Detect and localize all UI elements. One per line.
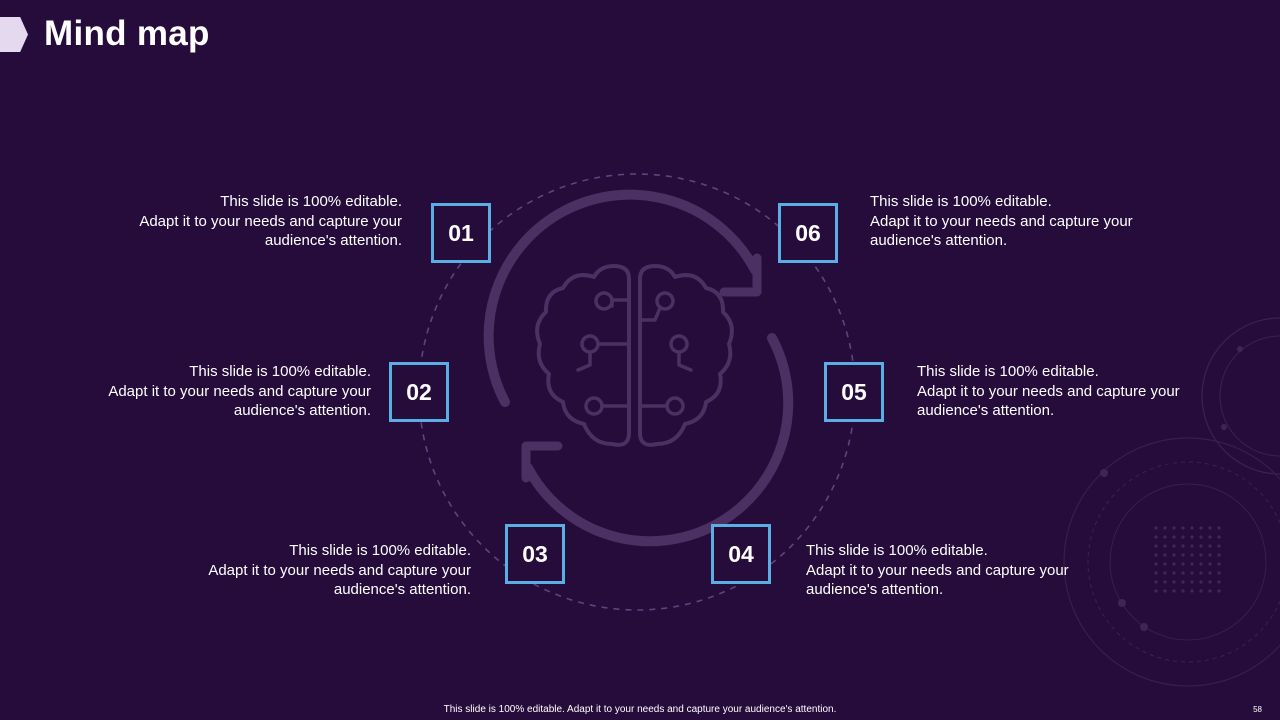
step-text-03: This slide is 100% editable. Adapt it to… [171,541,471,600]
step-number-box-06: 06 [778,203,838,263]
step-text-05-line1: This slide is 100% editable. [917,363,1099,380]
step-number-box-03: 03 [505,524,565,584]
step-text-01-line1: This slide is 100% editable. [220,193,402,210]
step-text-06-line2: Adapt it to your needs and capture your [870,212,1133,230]
footer-note: This slide is 100% editable. Adapt it to… [443,704,837,715]
page-number: 58 [1253,705,1262,714]
step-text-02-line1: This slide is 100% editable. [189,363,371,380]
step-number-box-04: 04 [711,524,771,584]
step-text-06: This slide is 100% editable. Adapt it to… [870,192,1170,251]
step-text-04-line2: Adapt it to your needs and capture your [806,561,1069,579]
step-text-05-line2: Adapt it to your needs and capture your [917,382,1180,400]
step-text-04-line1: This slide is 100% editable. [806,542,988,559]
step-text-01-line3: audience's attention. [264,232,402,249]
brain-refresh-icon [483,189,794,547]
step-text-04: This slide is 100% editable. Adapt it to… [806,541,1106,600]
decorative-circles [1063,317,1280,687]
step-text-06-line3: audience's attention. [870,232,1008,249]
step-text-03-line2: Adapt it to your needs and capture your [208,561,471,579]
step-text-04-line3: audience's attention. [806,581,944,598]
step-text-03-line1: This slide is 100% editable. [289,542,471,559]
step-text-05-line3: audience's attention. [917,402,1055,419]
step-text-01-line2: Adapt it to your needs and capture your [139,212,402,230]
step-text-02-line3: audience's attention. [233,402,371,419]
step-text-02-line2: Adapt it to your needs and capture your [108,382,371,400]
step-text-02: This slide is 100% editable. Adapt it to… [71,362,371,421]
page-title: Mind map [44,14,210,53]
step-text-05: This slide is 100% editable. Adapt it to… [917,362,1217,421]
step-text-03-line3: audience's attention. [333,581,471,598]
step-text-06-line1: This slide is 100% editable. [870,193,1052,210]
step-number-box-02: 02 [389,362,449,422]
step-number-box-05: 05 [824,362,884,422]
step-number-box-01: 01 [431,203,491,263]
step-text-01: This slide is 100% editable. Adapt it to… [102,192,402,251]
